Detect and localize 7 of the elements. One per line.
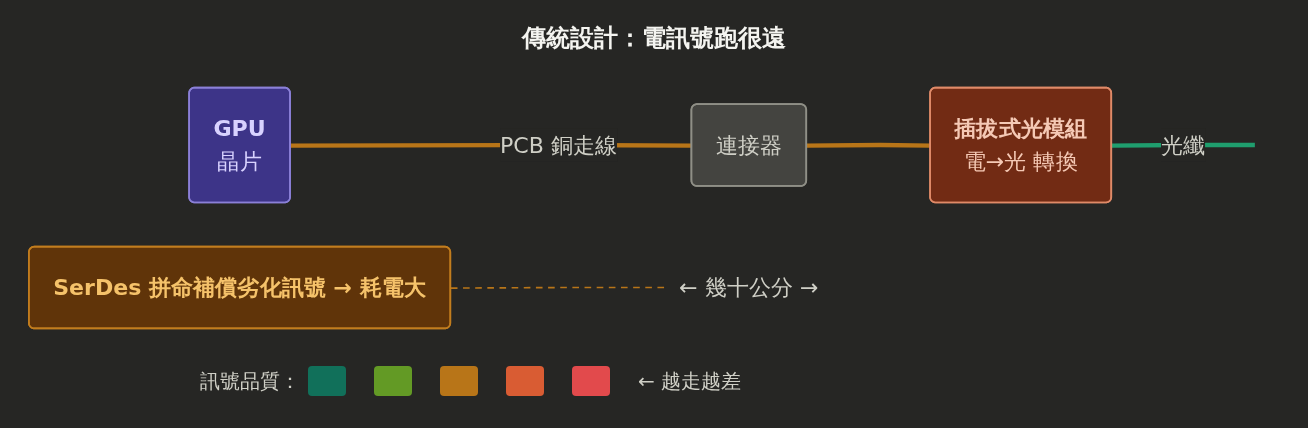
- scale-note: ← 越走越差: [638, 367, 742, 395]
- scale-note: 訊號品質：: [200, 367, 300, 395]
- connector: [806, 142, 931, 148]
- edge-label: PCB 銅走線: [500, 131, 618, 159]
- node-text: ← 幾十公分 →: [679, 274, 819, 301]
- edge-label: 光纖: [1160, 131, 1206, 159]
- diagram-title: 傳統設計：電訊號跑很遠: [522, 24, 786, 52]
